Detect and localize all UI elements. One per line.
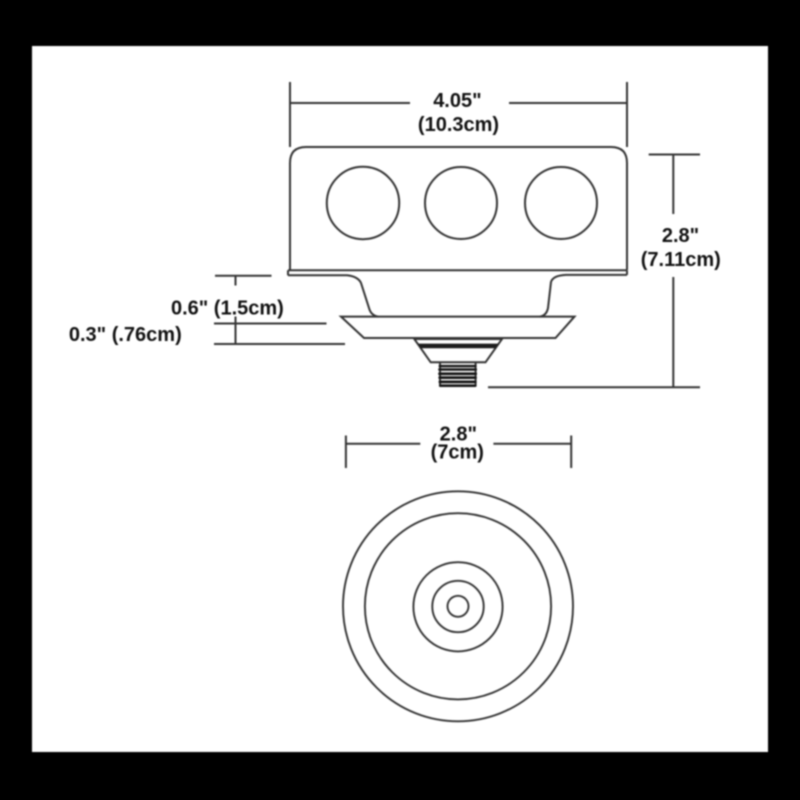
svg-text:0.6" (1.5cm): 0.6" (1.5cm)	[171, 298, 284, 320]
svg-text:4.05": 4.05"	[433, 90, 481, 112]
svg-text:0.3" (.76cm): 0.3" (.76cm)	[69, 324, 182, 346]
svg-text:(7cm): (7cm)	[431, 442, 484, 464]
svg-text:2.8": 2.8"	[440, 423, 477, 445]
svg-text:(7.11cm): (7.11cm)	[641, 249, 721, 271]
svg-text:2.8": 2.8"	[662, 225, 699, 247]
svg-text:(10.3cm): (10.3cm)	[418, 114, 499, 136]
